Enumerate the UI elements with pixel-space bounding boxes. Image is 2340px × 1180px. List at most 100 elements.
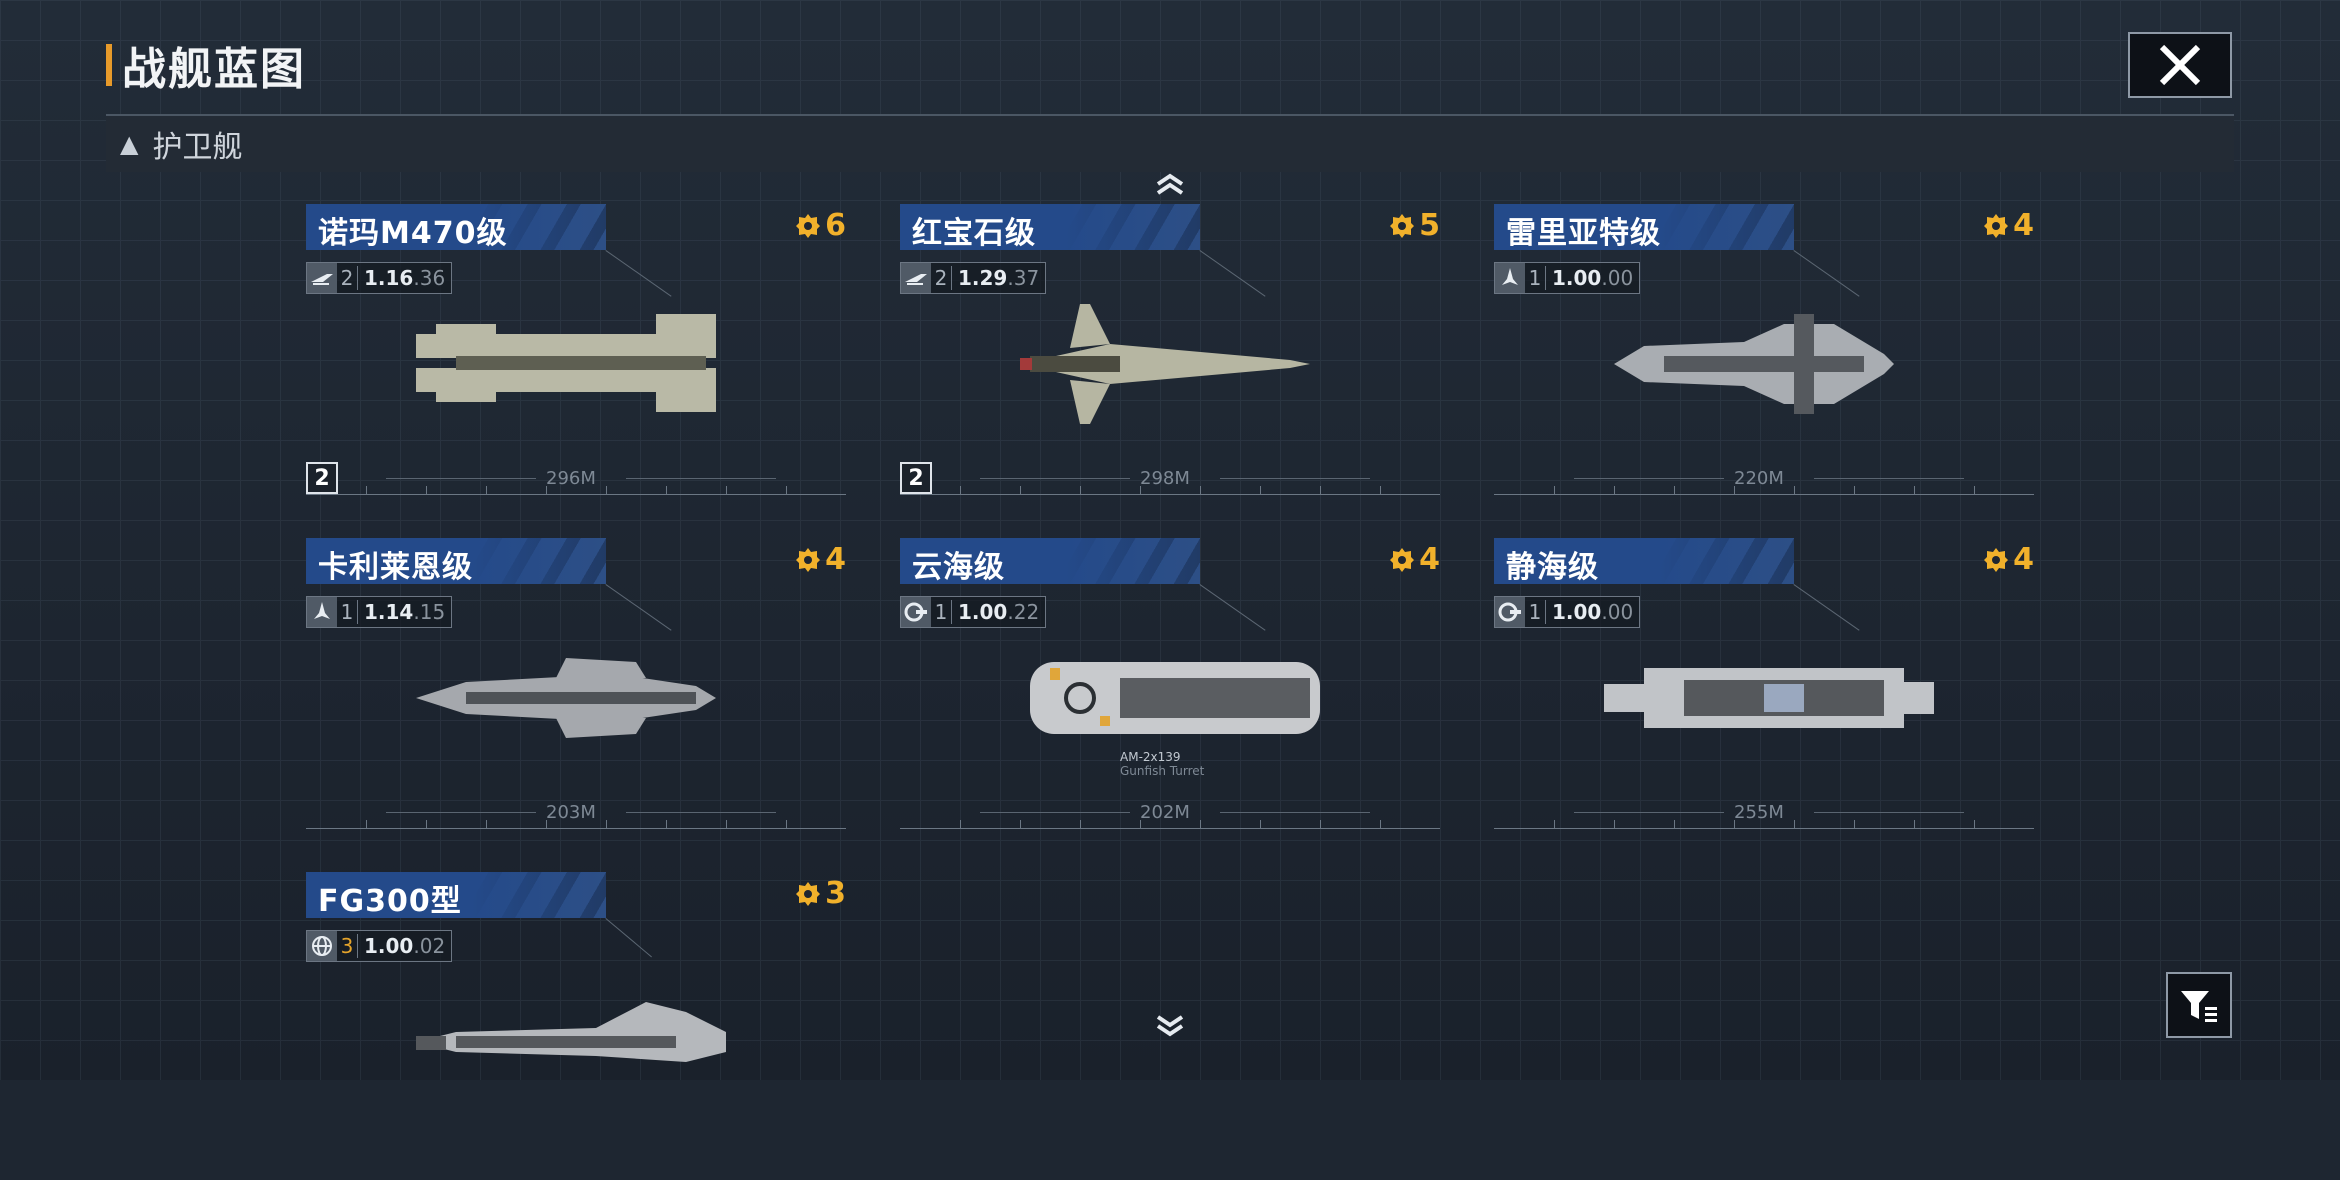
ship-level: 1 (1525, 600, 1546, 624)
blueprint-baseline (306, 494, 846, 495)
blueprint-tick (1080, 820, 1081, 828)
blueprint-tick (606, 820, 607, 828)
length-dim-line (1814, 812, 1964, 813)
filter-button[interactable] (2166, 972, 2232, 1038)
ship-level: 1 (337, 600, 358, 624)
ship-name: 红宝石级 (912, 216, 1036, 251)
ship-cost-value: 5 (1419, 208, 1440, 243)
ship-name: 卡利莱恩级 (318, 550, 473, 585)
blueprint-tick (1914, 820, 1915, 828)
ship-name-bar (900, 204, 1200, 250)
ship-length: 203M (546, 802, 596, 823)
ship-cost-value: 6 (825, 208, 846, 243)
ship-ratio: 1.00.00 (1546, 266, 1639, 290)
blueprint-tick (1380, 820, 1381, 828)
blueprint-tick (426, 820, 427, 828)
ship-ratio-main: 1.29 (958, 266, 1008, 290)
blueprint-tick (1674, 486, 1675, 494)
ship-name: 雷里亚特级 (1506, 216, 1661, 251)
blueprint-tick (1140, 820, 1141, 828)
blueprint-tick (1734, 486, 1735, 494)
ship-ratio-main: 1.00 (958, 600, 1008, 624)
ship-ratio-sub: .36 (413, 266, 446, 290)
blueprint-tick (1794, 820, 1795, 828)
blueprint-tick (1080, 486, 1081, 494)
ship-name-bar (306, 872, 606, 918)
ship-length: 298M (1140, 468, 1190, 489)
command-point-icon (796, 881, 821, 906)
ship-blueprint-image (416, 314, 716, 412)
blueprint-tick (1734, 820, 1735, 828)
ship-level: 1 (1525, 266, 1546, 290)
blueprint-tick (960, 820, 961, 828)
length-dim-line (1814, 478, 1964, 479)
missile-icon (901, 263, 931, 293)
ship-cost: 4 (1983, 208, 2034, 243)
blueprint-tick (546, 820, 547, 828)
blueprint-tick (786, 820, 787, 828)
ship-level: 1 (931, 600, 952, 624)
ship-cost: 4 (1389, 542, 1440, 577)
ship-length: 296M (546, 468, 596, 489)
close-button[interactable] (2128, 32, 2232, 98)
ship-cost: 5 (1389, 208, 1440, 243)
fighter-icon (307, 597, 337, 627)
scroll-up-icon[interactable] (1154, 172, 1186, 196)
blueprint-tick (726, 486, 727, 494)
command-point-icon (1984, 547, 2009, 572)
fighter-icon (1495, 263, 1525, 293)
blueprint-tick (366, 820, 367, 828)
ship-level: 2 (931, 266, 952, 290)
blueprint-tick (1854, 820, 1855, 828)
length-dim-line (1220, 812, 1370, 813)
ship-ratio-main: 1.00 (1552, 266, 1602, 290)
section-header-frigate[interactable]: ▲ 护卫舰 (106, 114, 2234, 172)
collapse-arrow-icon: ▲ (120, 130, 139, 158)
page-header: 战舰蓝图 (106, 40, 306, 95)
close-icon (2159, 44, 2201, 86)
ship-cost-value: 3 (825, 876, 846, 911)
blueprint-tick (1974, 820, 1975, 828)
blueprint-tick (1614, 820, 1615, 828)
blueprint-baseline (900, 494, 1440, 495)
ship-ratio-sub: .00 (1601, 600, 1634, 624)
ship-ratio-sub: .15 (413, 600, 446, 624)
ship-length: 255M (1734, 802, 1784, 823)
ship-ratio: 1.29.37 (952, 266, 1045, 290)
ship-name: FG300型 (318, 884, 462, 919)
blueprint-tick (1914, 486, 1915, 494)
blueprint-tick (1554, 820, 1555, 828)
ship-name-bar (306, 204, 606, 250)
length-dim-line (980, 812, 1130, 813)
ship-name-bar (1494, 538, 1794, 584)
ship-name-bar (900, 538, 1200, 584)
cannon-icon (1495, 597, 1525, 627)
blueprint-tick (1020, 820, 1021, 828)
ship-blueprint-image (1614, 314, 1894, 414)
ship-level: 3 (337, 934, 358, 958)
command-point-icon (1390, 213, 1415, 238)
length-dim-line (386, 812, 536, 813)
blueprint-tick (726, 820, 727, 828)
filter-icon (2181, 991, 2217, 1022)
ship-blueprint-image (1020, 304, 1310, 424)
ship-ratio: 1.00.22 (952, 600, 1045, 624)
ship-ratio-sub: .37 (1007, 266, 1040, 290)
blueprint-tick (1554, 486, 1555, 494)
page-title: 战舰蓝图 (122, 44, 306, 95)
blueprint-tick (1200, 820, 1201, 828)
blueprint-tick (1974, 486, 1975, 494)
ship-cost: 6 (795, 208, 846, 243)
scroll-down-icon[interactable] (1154, 1014, 1186, 1038)
